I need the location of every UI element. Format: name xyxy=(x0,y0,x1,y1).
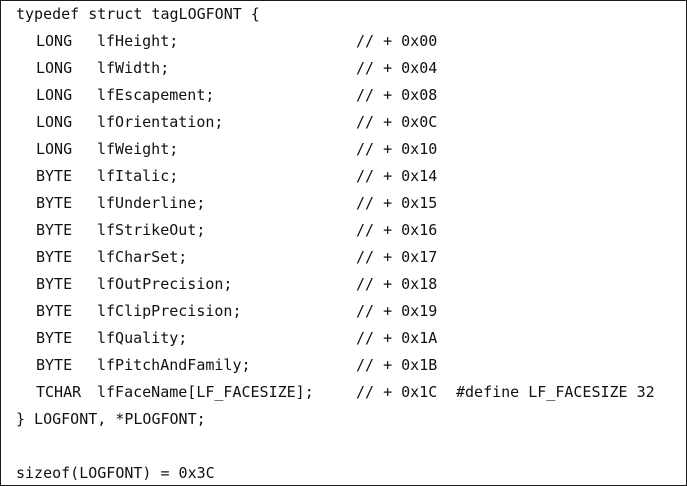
field-line: BYTE lfOutPrecision; // + 0x18 xyxy=(1,274,437,294)
field-name: lfPitchAndFamily; xyxy=(97,356,251,374)
field-name: lfHeight; xyxy=(97,32,179,50)
field-offset-comment: // + 0x10 xyxy=(356,140,438,158)
field-name: lfClipPrecision; xyxy=(97,302,242,320)
field-line: BYTE lfItalic; // + 0x14 xyxy=(1,166,437,186)
field-line: LONG lfWidth; // + 0x04 xyxy=(1,58,437,78)
field-name: lfUnderline; xyxy=(97,194,206,212)
field-type: LONG xyxy=(36,59,73,77)
field-line: LONG lfWeight; // + 0x10 xyxy=(1,139,437,159)
field-name: lfOrientation; xyxy=(97,113,224,131)
field-line: LONG lfOrientation; // + 0x0C xyxy=(1,112,437,132)
field-type: BYTE xyxy=(36,167,73,185)
field-type: LONG xyxy=(36,140,73,158)
field-line: BYTE lfPitchAndFamily; // + 0x1B xyxy=(1,355,437,375)
struct-header-line: typedef struct tagLOGFONT { xyxy=(1,4,260,24)
field-offset-comment: // + 0x15 xyxy=(356,194,438,212)
field-name: lfQuality; xyxy=(97,329,188,347)
field-offset-comment: // + 0x0C xyxy=(356,113,438,131)
field-offset-comment: // + 0x16 xyxy=(356,221,438,239)
field-type: TCHAR xyxy=(36,383,82,401)
field-offset-comment: // + 0x1A xyxy=(356,329,438,347)
field-offset-comment: // + 0x1C xyxy=(356,383,438,401)
field-name: lfWidth; xyxy=(97,59,170,77)
field-name: lfWeight; xyxy=(97,140,179,158)
field-line: BYTE lfCharSet; // + 0x17 xyxy=(1,247,437,267)
field-name: lfOutPrecision; xyxy=(97,275,233,293)
field-offset-comment: // + 0x04 xyxy=(356,59,438,77)
sizeof-expression: sizeof(LOGFONT) = 0x3C xyxy=(16,464,215,482)
field-line: TCHAR lfFaceName[LF_FACESIZE]; // + 0x1C… xyxy=(1,382,655,402)
field-type: BYTE xyxy=(36,275,73,293)
field-offset-comment: // + 0x17 xyxy=(356,248,438,266)
struct-footer-line: } LOGFONT, *PLOGFONT; xyxy=(1,409,206,429)
field-name: lfEscapement; xyxy=(97,86,215,104)
field-type: BYTE xyxy=(36,194,73,212)
struct-header: typedef struct tagLOGFONT { xyxy=(16,5,260,23)
field-line: BYTE lfStrikeOut; // + 0x16 xyxy=(1,220,437,240)
field-offset-comment: // + 0x14 xyxy=(356,167,438,185)
field-name: lfStrikeOut; xyxy=(97,221,206,239)
field-offset-comment: // + 0x08 xyxy=(356,86,438,104)
struct-footer: } LOGFONT, *PLOGFONT; xyxy=(16,410,206,428)
field-line: BYTE lfClipPrecision; // + 0x19 xyxy=(1,301,437,321)
field-name: lfFaceName[LF_FACESIZE]; xyxy=(97,383,314,401)
define-directive: #define LF_FACESIZE 32 xyxy=(456,383,655,401)
field-offset-comment: // + 0x18 xyxy=(356,275,438,293)
field-name: lfItalic; xyxy=(97,167,179,185)
field-type: BYTE xyxy=(36,248,73,266)
field-type: BYTE xyxy=(36,329,73,347)
field-type: LONG xyxy=(36,86,73,104)
field-type: BYTE xyxy=(36,302,73,320)
field-line: LONG lfEscapement; // + 0x08 xyxy=(1,85,437,105)
field-offset-comment: // + 0x19 xyxy=(356,302,438,320)
field-line: BYTE lfQuality; // + 0x1A xyxy=(1,328,437,348)
field-offset-comment: // + 0x1B xyxy=(356,356,438,374)
field-type: BYTE xyxy=(36,356,73,374)
field-type: LONG xyxy=(36,32,73,50)
field-line: LONG lfHeight; // + 0x00 xyxy=(1,31,437,51)
field-type: BYTE xyxy=(36,221,73,239)
field-line: BYTE lfUnderline; // + 0x15 xyxy=(1,193,437,213)
field-name: lfCharSet; xyxy=(97,248,188,266)
sizeof-line: sizeof(LOGFONT) = 0x3C xyxy=(1,463,215,483)
field-type: LONG xyxy=(36,113,73,131)
field-offset-comment: // + 0x00 xyxy=(356,32,438,50)
